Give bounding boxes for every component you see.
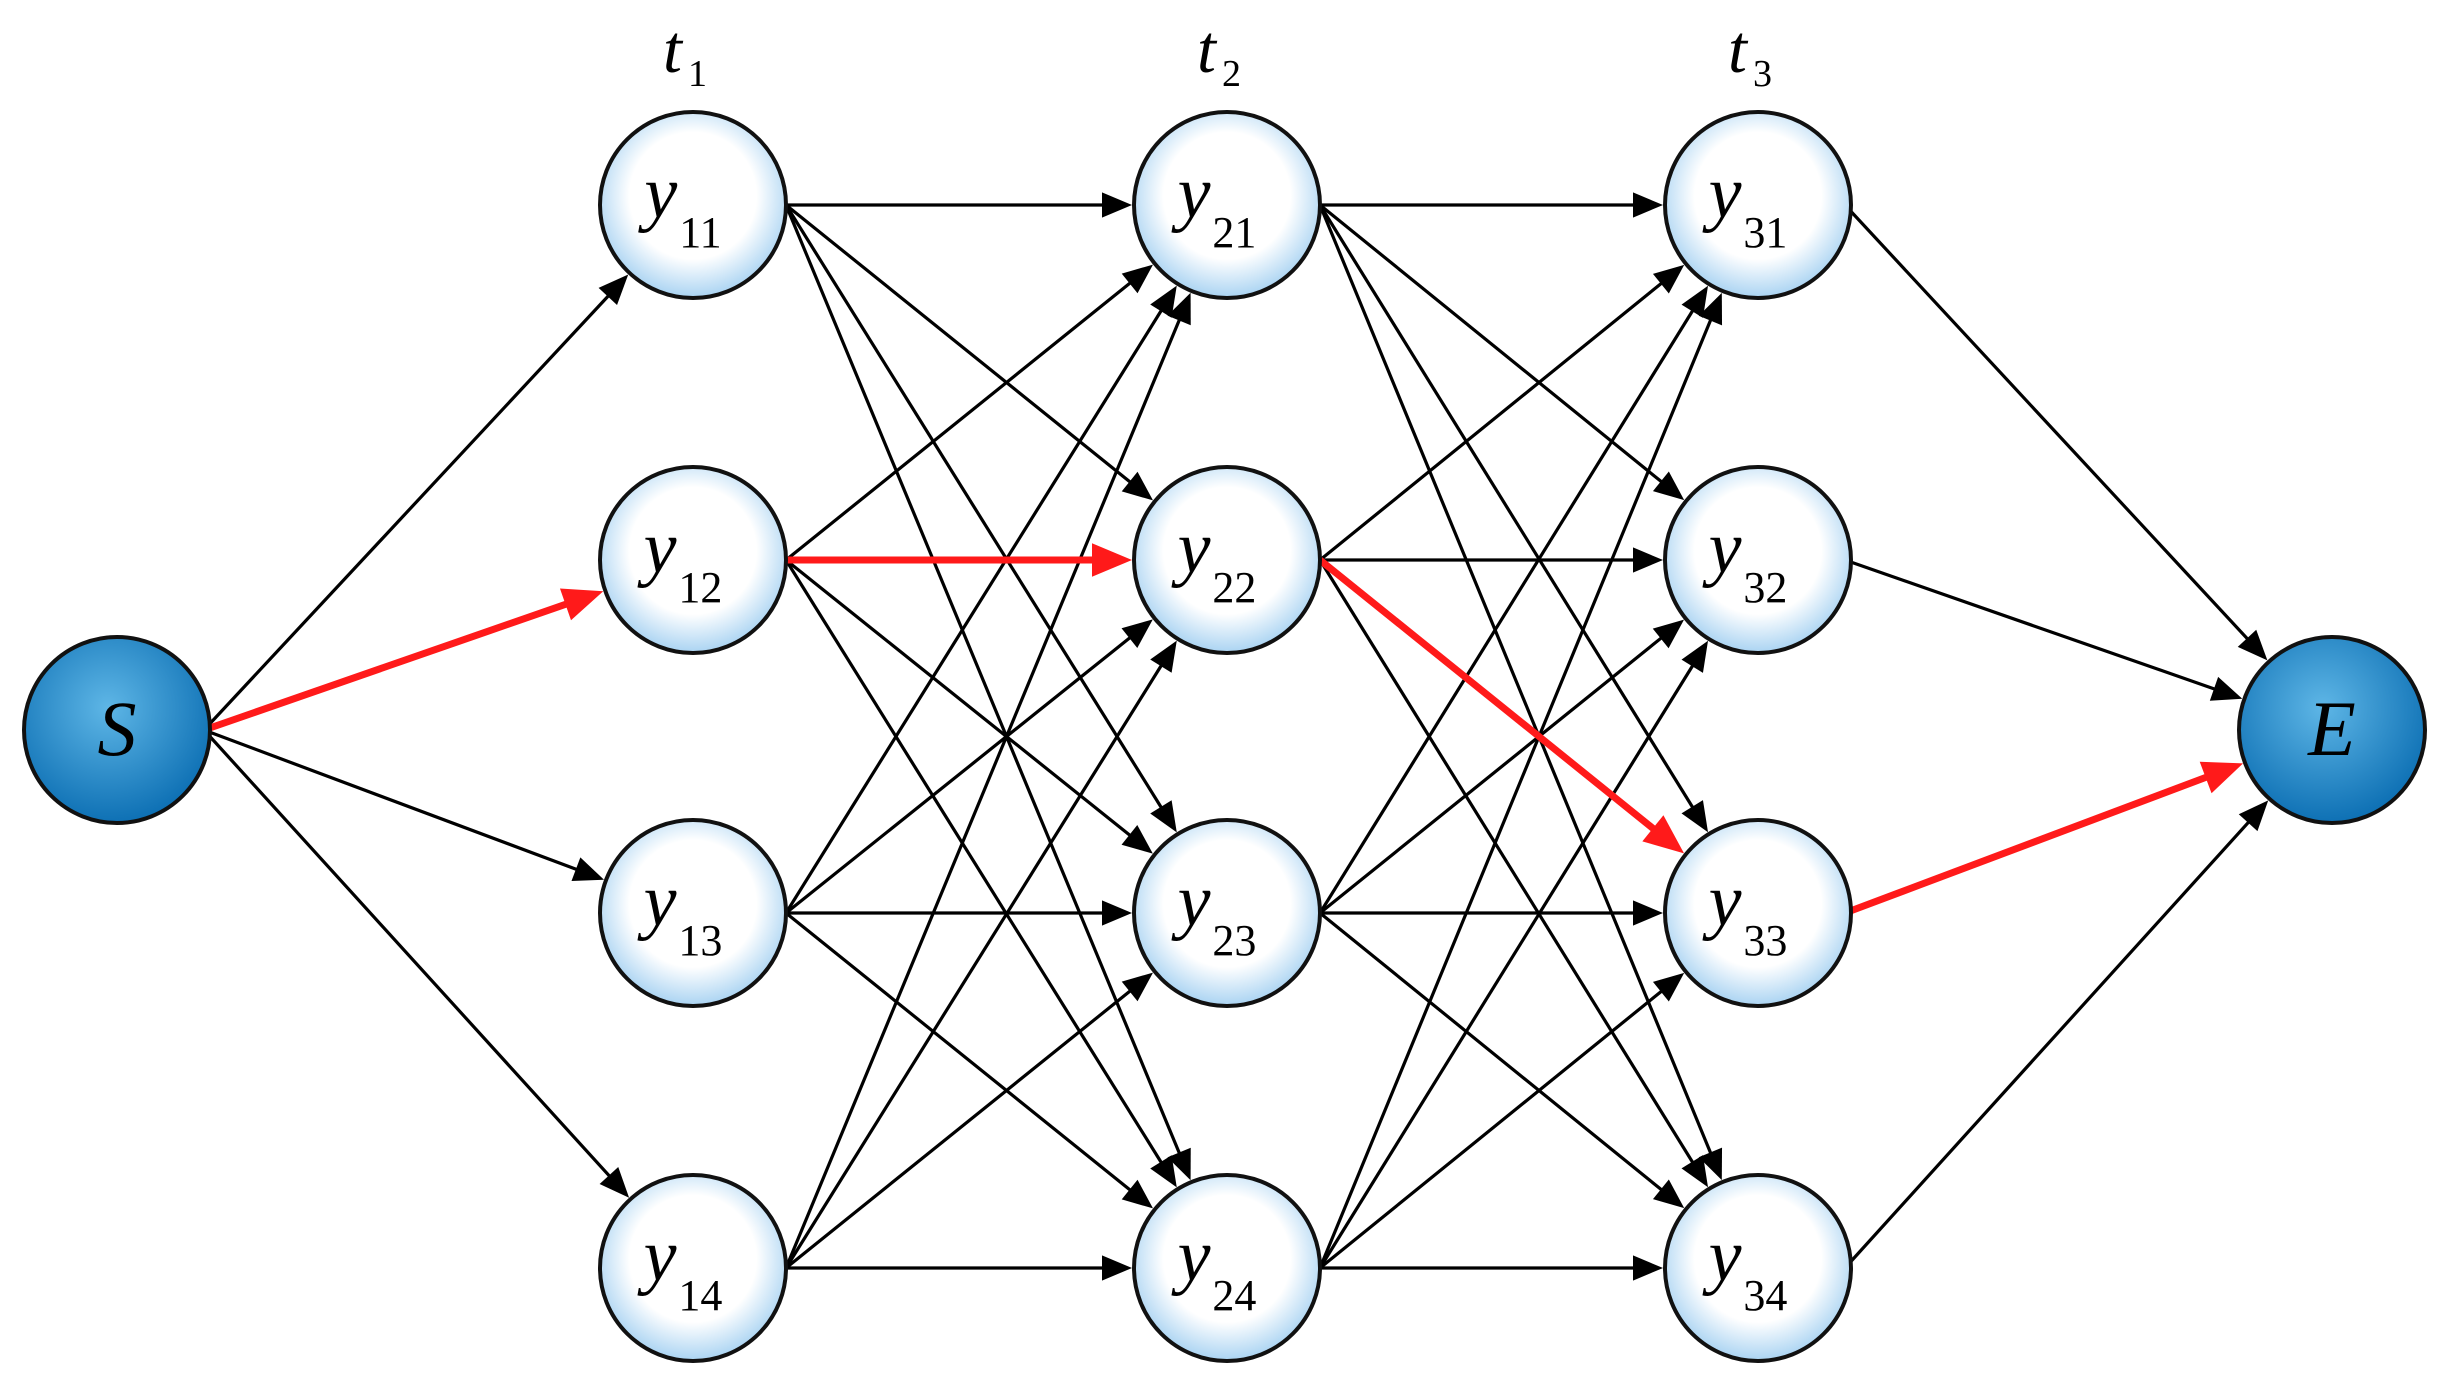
node-y13: y13 (598, 818, 788, 1008)
sink-node-E: E (2237, 635, 2427, 825)
edge-y14-y21 (784, 292, 1191, 1269)
edge-y24-y31 (1318, 292, 1723, 1269)
node-y12: y12 (598, 465, 788, 655)
node-y31: y31 (1663, 110, 1853, 300)
node-y33-label: y33 (1702, 860, 1788, 965)
edge-S-y13 (203, 728, 605, 881)
edge-y13-y22 (785, 619, 1153, 915)
node-y22-label: y22 (1171, 507, 1257, 612)
edge-y21-y31 (1320, 192, 1663, 218)
edge-y11-y22 (784, 203, 1153, 501)
node-y24-label: y24 (1171, 1215, 1257, 1320)
edge-y34-E (1843, 800, 2269, 1270)
node-y31-label: y31 (1702, 152, 1788, 257)
node-y32: y32 (1663, 465, 1853, 655)
edge-y23-y31 (1318, 285, 1709, 914)
edge-y22-y32 (1320, 547, 1663, 573)
node-y14-label: y14 (637, 1215, 723, 1320)
edge-S-y11 (202, 274, 629, 732)
edge-y22-y31 (1318, 264, 1685, 562)
edge-y31-E (1843, 203, 2268, 661)
edge-y23-y33 (1320, 900, 1663, 926)
edge-y11-y23 (784, 204, 1177, 833)
source-node-S-label: S (98, 685, 137, 772)
sink-node-E-label: E (2307, 685, 2356, 772)
edge-y11-y24 (784, 204, 1191, 1181)
edge-y23-y34 (1318, 911, 1685, 1209)
node-y23: y23 (1132, 818, 1322, 1008)
edge-y14-y24 (786, 1255, 1132, 1281)
node-y13-label: y13 (637, 860, 723, 965)
edge-S-y14 (202, 728, 630, 1198)
edge-y13-y24 (784, 911, 1153, 1209)
node-y33: y33 (1663, 818, 1853, 1008)
edge-y24-y34 (1320, 1255, 1663, 1281)
edge-S-y12-highlight (202, 588, 604, 734)
node-y23-label: y23 (1171, 860, 1257, 965)
edge-y32-E (1844, 558, 2243, 701)
edge-y21-y33 (1318, 204, 1709, 833)
node-y24: y24 (1132, 1173, 1322, 1363)
edge-y33-E-highlight (1843, 761, 2244, 917)
source-node-S: S (22, 635, 212, 825)
edge-y24-y33 (1318, 972, 1685, 1270)
edge-y11-y21 (786, 192, 1132, 218)
edge-y12-y21 (784, 264, 1153, 562)
node-y12-label: y12 (637, 507, 723, 612)
edge-layer (202, 192, 2269, 1281)
node-y21: y21 (1132, 110, 1322, 300)
edge-y24-y32 (1318, 640, 1709, 1269)
node-y34: y34 (1663, 1173, 1853, 1363)
edge-y12-y23 (785, 558, 1153, 854)
edge-y12-y22-highlight (786, 543, 1132, 577)
node-y14: y14 (598, 1173, 788, 1363)
edge-y22-y34 (1318, 559, 1709, 1188)
edge-y23-y32 (1318, 619, 1685, 915)
node-y34-label: y34 (1702, 1215, 1788, 1320)
edge-y13-y23 (786, 900, 1132, 926)
edge-y14-y23 (784, 972, 1153, 1270)
edge-y22-y33-highlight (1317, 557, 1685, 854)
edge-y13-y21 (784, 285, 1177, 914)
edge-y21-y32 (1318, 203, 1685, 501)
edge-y14-y22 (784, 640, 1177, 1269)
node-y32-label: y32 (1702, 507, 1788, 612)
edge-y21-y34 (1318, 204, 1723, 1181)
node-y11-label: y11 (637, 152, 721, 257)
node-y11: y11 (598, 110, 788, 300)
node-y22: y22 (1132, 465, 1322, 655)
node-y21-label: y21 (1171, 152, 1257, 257)
edge-y12-y24 (784, 559, 1177, 1188)
